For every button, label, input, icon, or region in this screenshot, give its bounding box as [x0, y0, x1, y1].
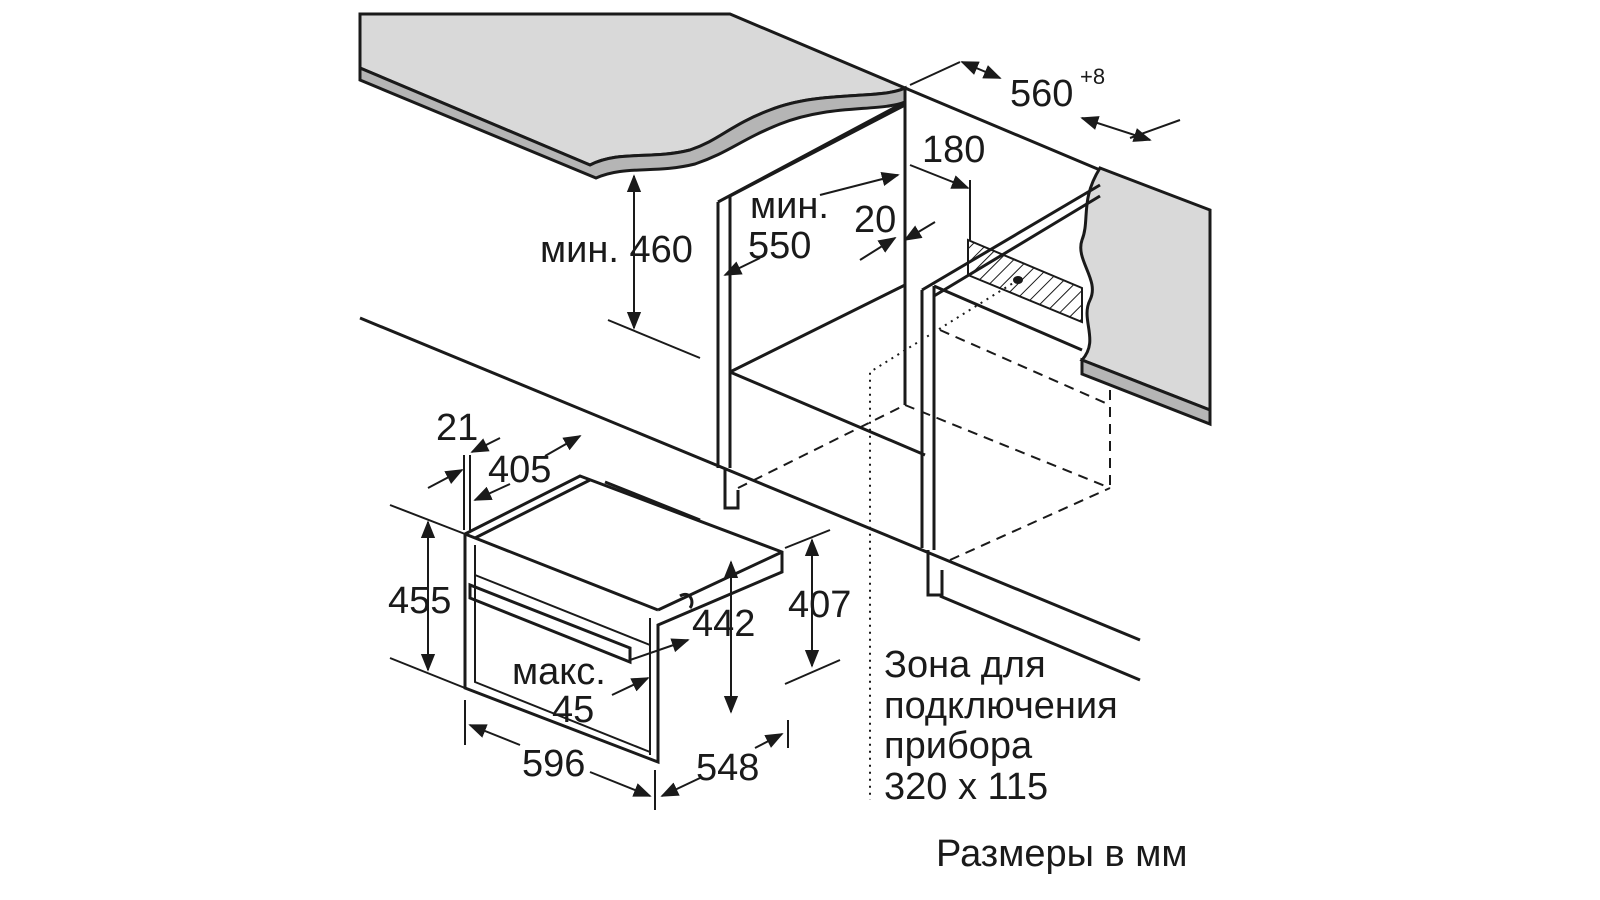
floor-line: [359, 316, 1141, 642]
label-560-tol: +8: [1080, 64, 1105, 89]
cabinet-right-side: [920, 183, 1101, 597]
countertop-left: [358, 12, 909, 180]
floor-line-right: [939, 594, 1141, 682]
zone-line-2: подключения: [884, 685, 1118, 727]
label-max-b: 45: [552, 689, 594, 731]
connection-zone: [869, 238, 1083, 800]
dimension-lines: [389, 61, 1181, 810]
label-455: 455: [388, 580, 451, 622]
oven-appliance: [463, 474, 784, 765]
label-560: 560: [1010, 73, 1073, 115]
units-caption: Размеры в мм: [936, 833, 1187, 875]
label-442: 442: [692, 603, 755, 645]
zone-line-4: 320 x 115: [884, 766, 1048, 808]
label-min-460: мин. 460: [540, 229, 693, 271]
label-max-a: макс.: [512, 651, 606, 693]
dashed-niche-outline: [737, 329, 1111, 561]
label-407: 407: [788, 584, 851, 626]
dimension-labels: 560 +8 180 20 мин. 550 мин. 460 21 405 4…: [388, 64, 1105, 789]
label-21: 21: [436, 407, 478, 449]
connection-zone-text: Зона для подключения прибора 320 x 115: [884, 644, 1118, 808]
zone-line-3: прибора: [884, 725, 1033, 767]
cabinet-left-side: [716, 100, 926, 510]
label-20: 20: [854, 199, 896, 241]
countertop-right: [1079, 166, 1212, 427]
top-rear-line: [904, 86, 1101, 172]
zone-line-1: Зона для: [884, 644, 1046, 686]
label-596: 596: [522, 743, 585, 785]
label-405: 405: [488, 449, 551, 491]
label-180: 180: [922, 129, 985, 171]
label-min-550-b: 550: [748, 225, 811, 267]
label-min-550-a: мин.: [750, 185, 829, 227]
label-548: 548: [696, 747, 759, 789]
